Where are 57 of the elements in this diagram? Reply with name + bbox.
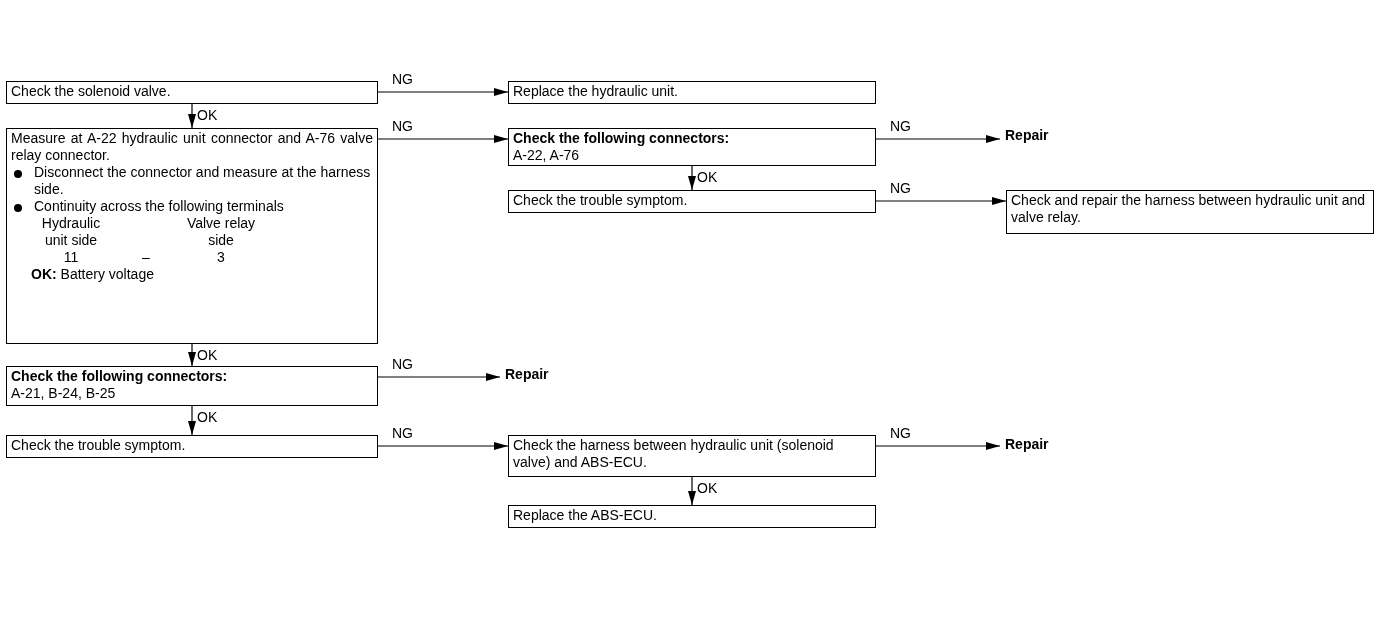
- arrow: [188, 343, 196, 367]
- step-text: Replace the hydraulic unit.: [513, 83, 679, 100]
- arrow: [188, 405, 196, 436]
- heading-text: Check the following connectors:: [11, 368, 229, 385]
- step-box: [1006, 190, 1374, 234]
- heading-text: Check the following connectors:: [513, 130, 731, 147]
- arrow: [377, 88, 509, 96]
- table-header: Hydraulic unit side: [40, 215, 102, 249]
- edge-label: OK: [197, 106, 218, 124]
- step-text: Check and repair the harness between hydraulic unit and valve relay.: [1011, 192, 1367, 226]
- edge-label: NG: [890, 179, 911, 197]
- arrow: [377, 442, 509, 450]
- step-box: [508, 81, 876, 104]
- step-box: [508, 128, 876, 166]
- edge-label: NG: [392, 70, 413, 88]
- arrow: [688, 476, 696, 506]
- condition-text: OK: Battery voltage: [31, 266, 155, 283]
- edge-label: OK: [697, 168, 718, 186]
- edge-label: NG: [392, 355, 413, 373]
- step-box: [508, 190, 876, 213]
- edge-label: OK: [697, 479, 718, 497]
- step-box: [6, 128, 378, 344]
- bullet-text: Disconnect the connector and measure at the harness side.: [34, 164, 372, 198]
- step-box: [6, 435, 378, 458]
- step-text: Replace the ABS-ECU.: [513, 507, 658, 524]
- arrow: [377, 373, 501, 381]
- result-text: Repair: [505, 366, 549, 383]
- edge-label: NG: [890, 424, 911, 442]
- result-text: Repair: [1005, 127, 1049, 144]
- table-value: –: [141, 249, 151, 266]
- arrow: [377, 135, 509, 143]
- step-box: [508, 435, 876, 477]
- step-box: [6, 81, 378, 104]
- step-text: Check the harness between hydraulic unit (solenoid valve) and ABS-ECU.: [513, 437, 835, 471]
- step-box: [508, 505, 876, 528]
- step-text: Check the trouble symptom.: [11, 437, 187, 454]
- instruction-text: Measure at A-22 hydraulic unit connector and A-76 valve relay connector.: [11, 130, 373, 164]
- arrow: [188, 103, 196, 129]
- edge-label: NG: [890, 117, 911, 135]
- bullet-text: Continuity across the following terminals: [34, 198, 284, 215]
- step-text: Check the solenoid valve.: [11, 83, 172, 100]
- edge-label: OK: [197, 408, 218, 426]
- table-value: 11: [62, 249, 80, 266]
- connector-list: A-21, B-24, B-25: [11, 385, 373, 402]
- arrow: [688, 165, 696, 191]
- table-header: Valve relay side: [185, 215, 257, 249]
- edge-label: NG: [392, 117, 413, 135]
- result-text: Repair: [1005, 436, 1049, 453]
- arrow: [875, 197, 1007, 205]
- edge-label: OK: [197, 346, 218, 364]
- table-value: 3: [216, 249, 226, 266]
- connector-list: A-22, A-76: [513, 147, 871, 164]
- step-box: [6, 366, 378, 406]
- arrow: [875, 442, 1001, 450]
- step-text: Check the trouble symptom.: [513, 192, 689, 209]
- arrow: [875, 135, 1001, 143]
- edge-label: NG: [392, 424, 413, 442]
